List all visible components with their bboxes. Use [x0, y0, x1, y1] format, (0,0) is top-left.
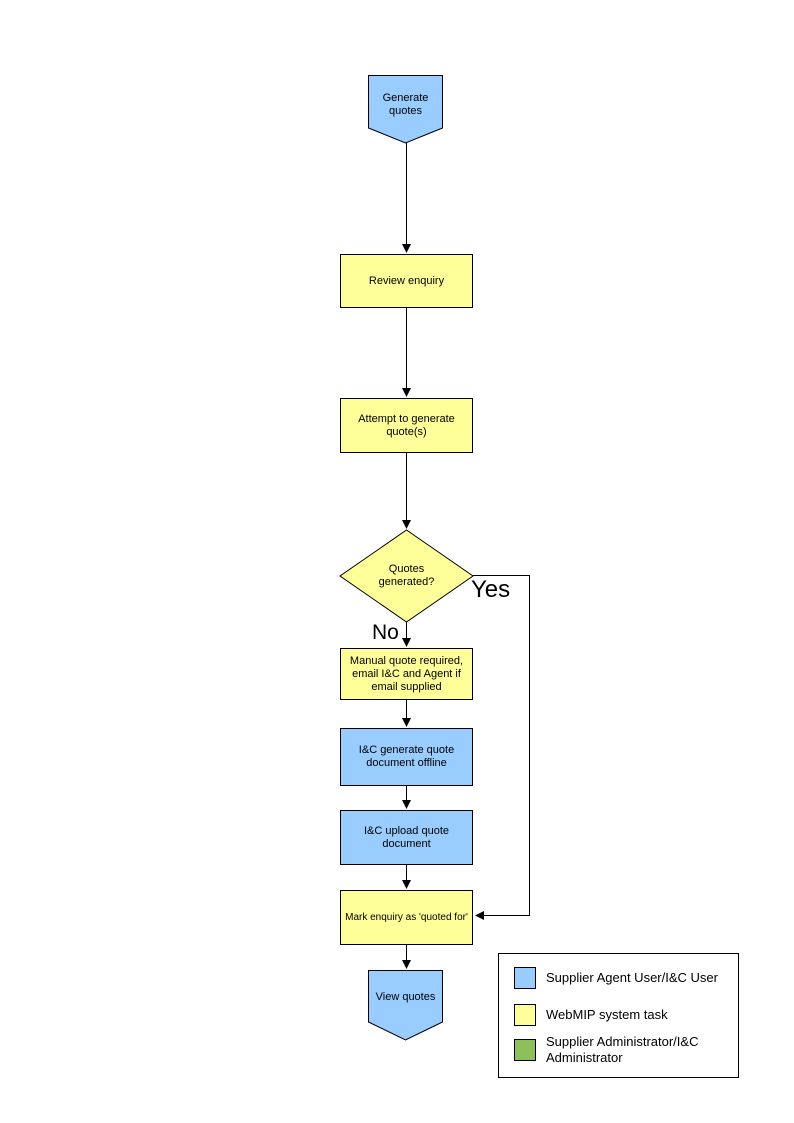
node-label: Manual quote required, email I&C and Age…	[349, 654, 464, 693]
node-label: I&C generate quote document offline	[358, 744, 455, 769]
node-label: Mark enquiry as 'quoted for'	[345, 912, 468, 923]
legend-swatch-green	[514, 1039, 536, 1061]
manual-quote-box: Manual quote required, email I&C and Age…	[340, 648, 473, 700]
legend-item: WebMIP system task	[514, 1002, 668, 1028]
legend-swatch-yellow	[514, 1004, 536, 1026]
yes-elbow-connector	[473, 575, 530, 920]
start-terminator	[368, 75, 443, 144]
legend-item-label: Supplier Administrator/I&C Administrator	[546, 1034, 699, 1065]
attempt-generate-box: Attempt to generate quote(s)	[340, 398, 473, 453]
legend-item-label: WebMIP system task	[546, 1007, 668, 1022]
end-terminator	[368, 970, 443, 1041]
legend-swatch-blue	[514, 967, 536, 989]
review-enquiry-box: Review enquiry	[340, 254, 473, 308]
no-edge-label: No	[372, 621, 399, 644]
node-label: Review enquiry	[368, 274, 445, 287]
legend-item: Supplier Administrator/I&C Administrator	[514, 1030, 724, 1070]
legend-item: Supplier Agent User/I&C User	[514, 965, 718, 991]
yes-edge-label: Yes	[471, 576, 511, 603]
generate-offline-box: I&C generate quote document offline	[340, 728, 473, 786]
node-label: Attempt to generate quote(s)	[358, 412, 455, 438]
node-label: I&C upload quote document	[363, 824, 449, 850]
upload-document-box: I&C upload quote document	[340, 810, 473, 865]
legend-item-label: Supplier Agent User/I&C User	[546, 970, 718, 985]
legend-box: Supplier Agent User/I&C User WebMIP syst…	[498, 953, 739, 1078]
mark-quoted-box: Mark enquiry as 'quoted for'	[340, 890, 473, 945]
decision-diamond	[339, 529, 474, 623]
